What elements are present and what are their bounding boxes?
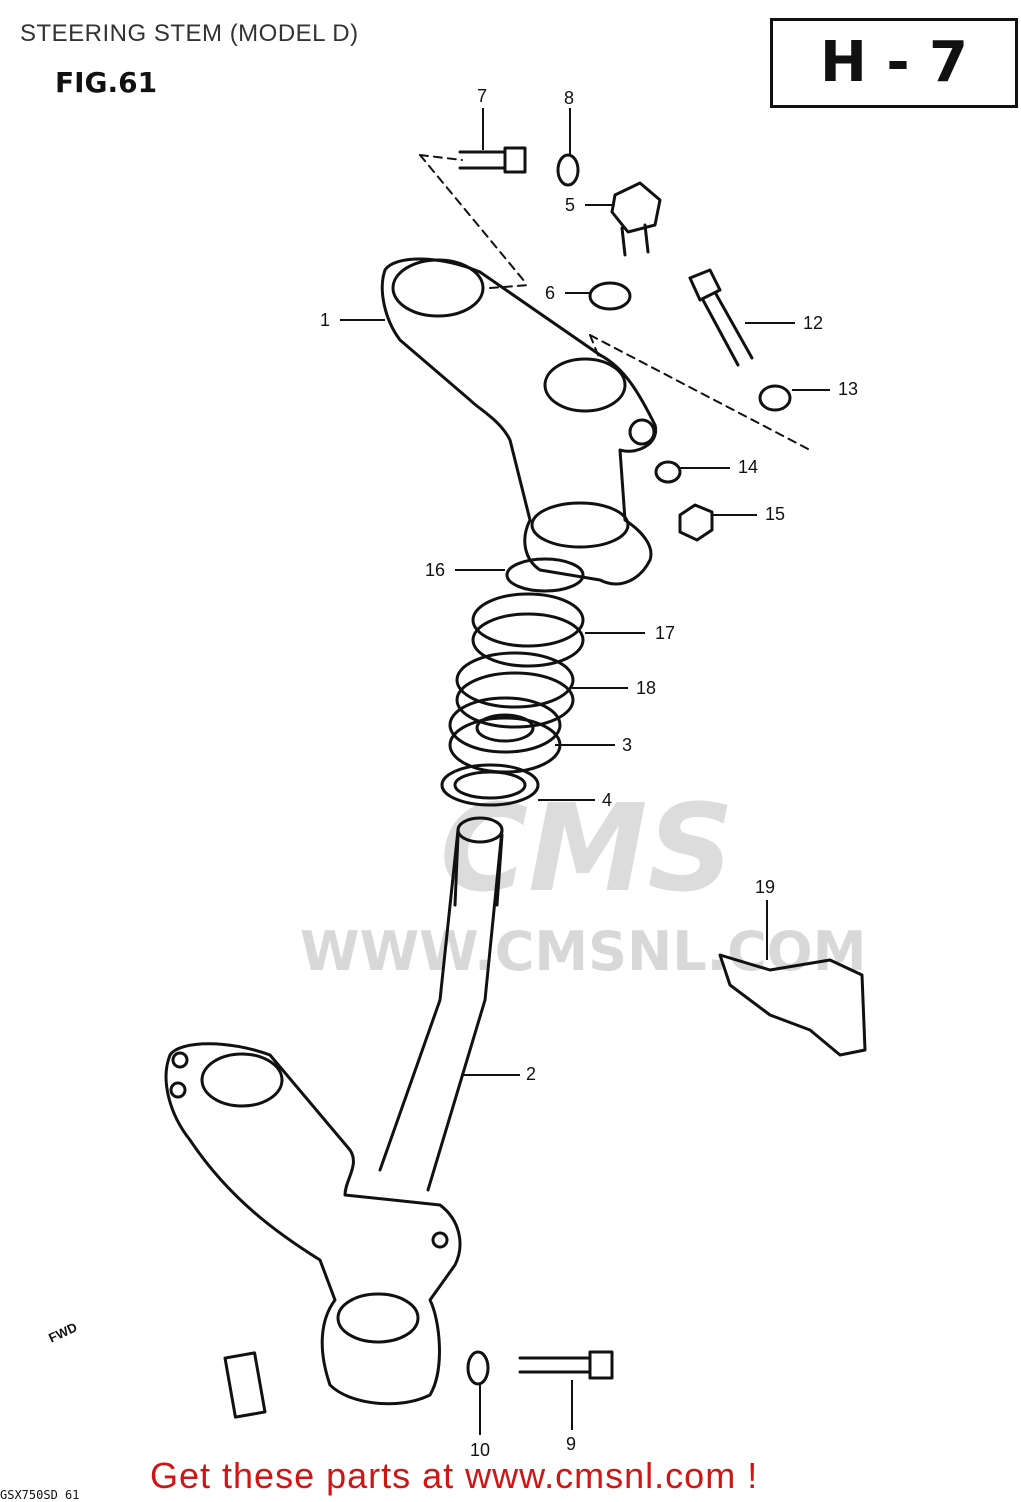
callout-13: 13 [838, 379, 859, 399]
washer-13 [758, 384, 792, 412]
callout-15: 15 [765, 504, 786, 524]
callout-7: 7 [477, 86, 488, 106]
callout-3: 3 [622, 735, 633, 755]
callout-17: 17 [655, 623, 676, 643]
callout-2: 2 [526, 1064, 537, 1084]
washer-10 [466, 1350, 490, 1386]
callout-18: 18 [636, 678, 657, 698]
page-title: STEERING STEM (MODEL D) [20, 20, 359, 47]
callout-9: 9 [566, 1434, 577, 1454]
page-code-box: H - 7 [770, 18, 1018, 108]
bolt-7 [458, 146, 527, 174]
bolt-12 [688, 268, 754, 367]
lower-bracket [164, 1042, 462, 1406]
callout-12: 12 [803, 313, 824, 333]
callout-1: 1 [320, 310, 331, 330]
race-17 [471, 592, 585, 648]
callout-10: 10 [470, 1440, 491, 1460]
watermark-url: WWW.CMSNL.COM [300, 920, 867, 983]
lower-bracket-stem-hole [336, 1292, 420, 1344]
reflector-part [223, 1351, 267, 1419]
upper-clamp-ring [530, 501, 630, 549]
corner-code: GSX750SD 61 [0, 1488, 80, 1502]
upper-bracket-center-hole [543, 357, 627, 413]
bolt-5 [610, 181, 662, 257]
nut-16 [505, 557, 585, 593]
steering-lock-19 [718, 953, 867, 1057]
footer-link[interactable]: Get these parts at www.cmsnl.com ! [150, 1455, 759, 1496]
washer-14 [654, 460, 682, 484]
nut-15 [678, 503, 714, 542]
callout-8: 8 [564, 88, 575, 108]
lower-bracket-hole [200, 1052, 284, 1108]
watermark-logo: CMS [440, 780, 734, 919]
seal-4 [440, 763, 540, 807]
callout-6: 6 [545, 283, 556, 303]
callout-4: 4 [602, 790, 613, 810]
callout-5: 5 [565, 195, 576, 215]
steering-stem [378, 828, 504, 1192]
callout-19: 19 [755, 877, 776, 897]
upper-bracket [380, 257, 658, 586]
figure-label: FIG.61 [55, 66, 158, 99]
bearing-18 [455, 651, 575, 709]
bolt-9 [518, 1350, 614, 1380]
callout-14: 14 [738, 457, 759, 477]
upper-bracket-hole [391, 258, 485, 318]
washer-6 [588, 281, 632, 311]
washer-8 [556, 153, 580, 187]
callout-16: 16 [425, 560, 446, 580]
race-3 [448, 696, 562, 754]
